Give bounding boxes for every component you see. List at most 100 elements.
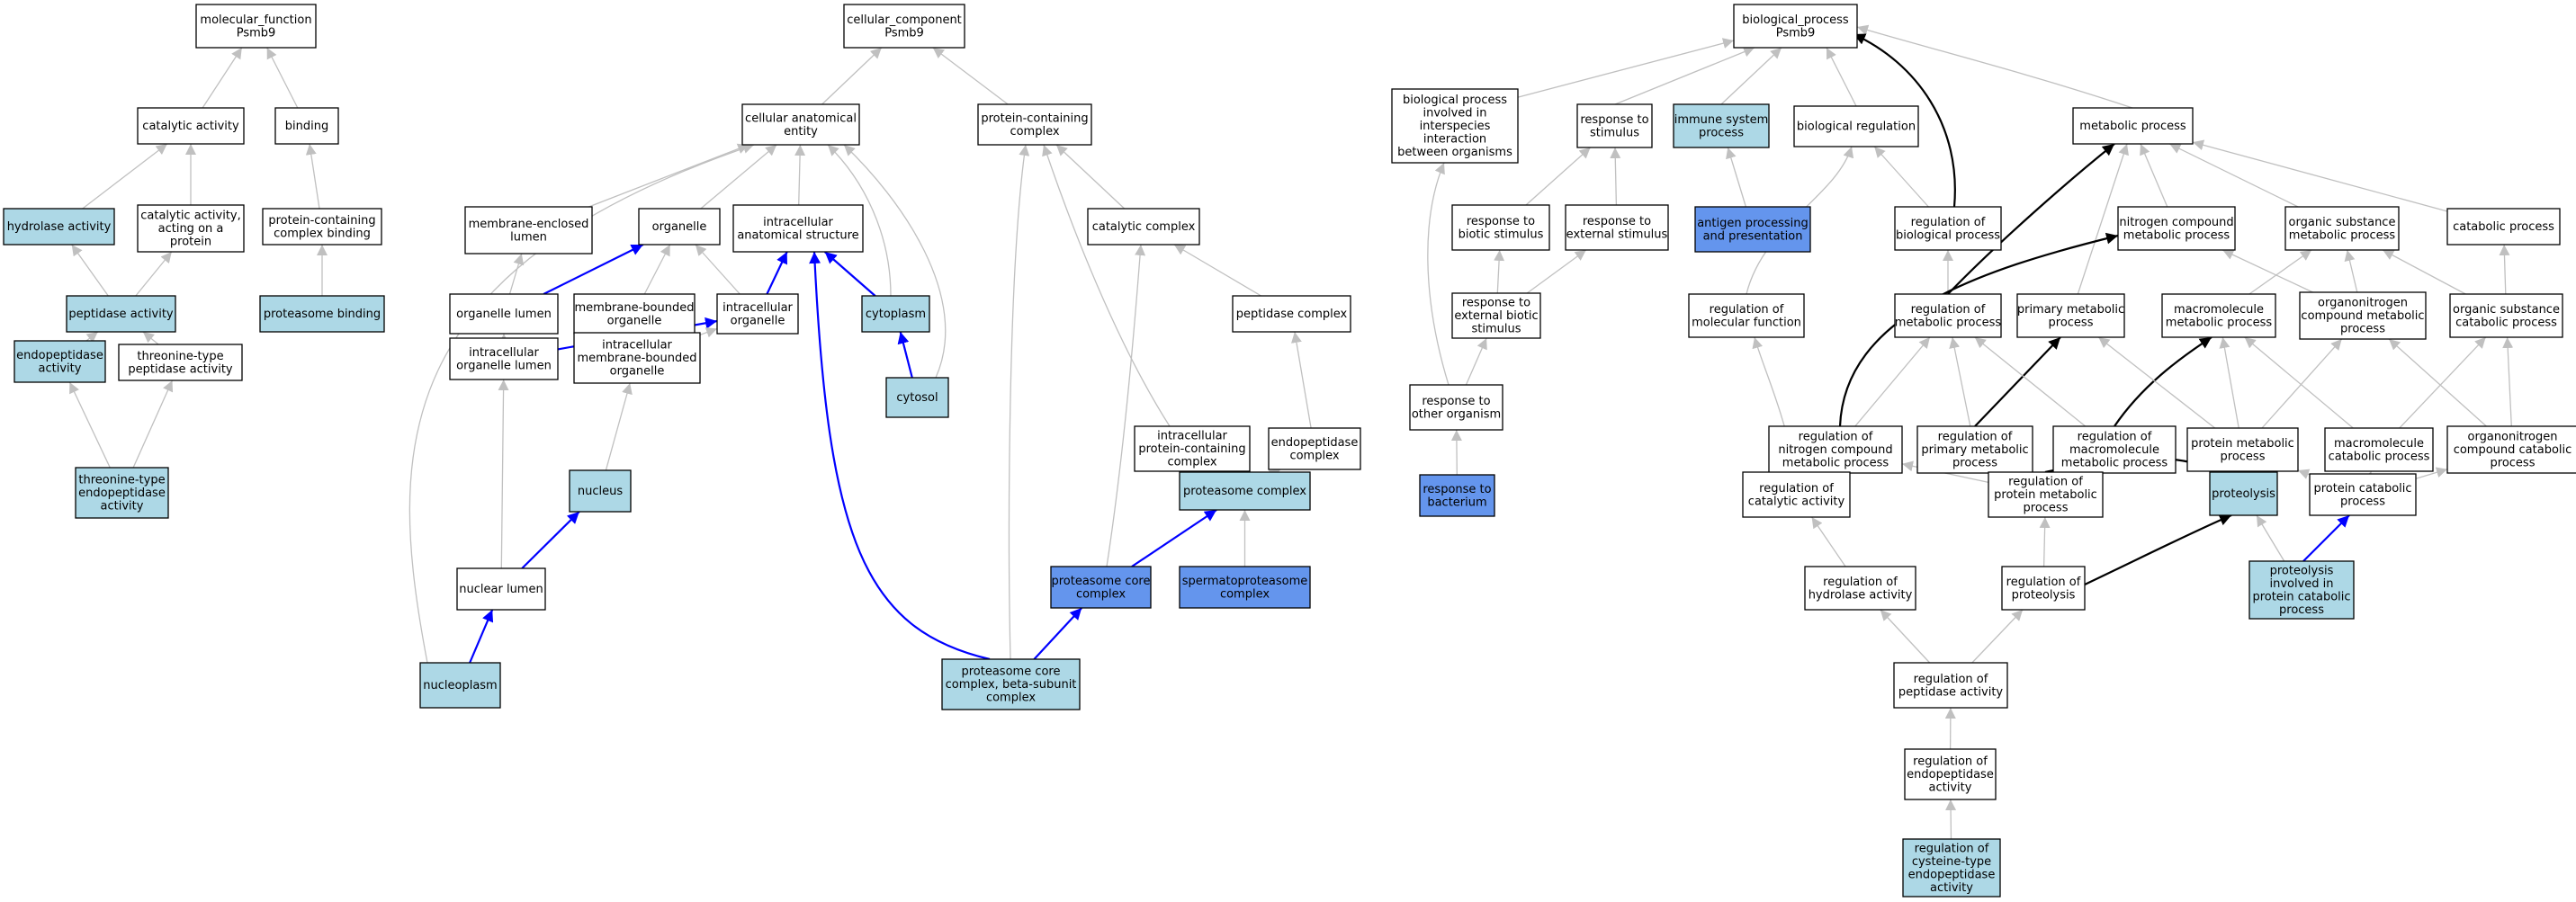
node-label-line: lumen xyxy=(510,230,547,244)
node-organelle-lumen[interactable]: organelle lumen xyxy=(449,293,559,335)
node-label-line: intracellular xyxy=(723,301,793,315)
node-peptidase-complex[interactable]: peptidase complex xyxy=(1232,295,1351,333)
node-box xyxy=(1904,748,1997,800)
edge-regulation-of-proteolysis-to-proteolysis xyxy=(2084,514,2232,585)
node-label-line: process xyxy=(2491,457,2536,470)
node-box xyxy=(741,103,860,146)
node-proteasome-binding[interactable]: proteasome binding xyxy=(259,295,385,333)
node-label-line: biological_process xyxy=(1742,13,1849,27)
node-organelle[interactable]: organelle xyxy=(638,208,721,246)
node-label-line: nitrogen compound xyxy=(2119,216,2233,229)
node-box xyxy=(2001,566,2086,611)
node-biological-regulation[interactable]: biological regulation xyxy=(1793,105,1919,147)
node-label-line: intracellular xyxy=(763,216,833,229)
node-metabolic-process[interactable]: metabolic process xyxy=(2072,107,2194,145)
node-proteasome-complex[interactable]: proteasome complex xyxy=(1179,471,1311,511)
node-proteolysis[interactable]: proteolysis xyxy=(2209,471,2278,516)
node-catabolic-process[interactable]: catabolic process xyxy=(2446,208,2561,246)
edge-protein-catabolic-process-to-organonitrogen-catabolic xyxy=(2415,467,2448,479)
node-box xyxy=(2309,473,2417,516)
node-binding[interactable]: binding xyxy=(274,107,339,145)
node-box xyxy=(885,377,949,418)
node-hydrolase-activity[interactable]: hydrolase activity xyxy=(3,208,115,246)
node-nucleoplasm[interactable]: nucleoplasm xyxy=(419,662,501,709)
node-regulation-of-cysteine-endopeptidase[interactable]: regulation ofcysteine-typeendopeptidasea… xyxy=(1902,838,2001,898)
node-nuclear-lumen[interactable]: nuclear lumen xyxy=(456,567,546,611)
node-label-line: macromolecule xyxy=(2174,303,2264,317)
node-box xyxy=(638,208,721,246)
node-label-line: cellular_component xyxy=(847,13,962,27)
node-box xyxy=(1902,838,2001,898)
node-cytosol[interactable]: cytosol xyxy=(885,377,949,418)
node-label-line: threonine-type xyxy=(78,474,165,487)
node-label-line: organelle xyxy=(731,314,785,327)
node-label-line: regulation of xyxy=(2006,576,2081,589)
node-nucleus[interactable]: nucleus xyxy=(569,469,632,513)
node-label-line: involved in xyxy=(2269,577,2333,591)
edge-organelle-lumen-to-membrane-enclosed-lumen xyxy=(508,253,525,295)
node-catalytic-activity[interactable]: catalytic activity xyxy=(137,107,245,145)
node-cytoplasm[interactable]: cytoplasm xyxy=(861,295,930,333)
node-box xyxy=(137,204,245,253)
node-label-line: proteolysis xyxy=(2270,564,2334,577)
node-catalytic-complex[interactable]: catalytic complex xyxy=(1087,208,1200,246)
node-label-line: protein catabolic xyxy=(2313,482,2411,496)
node-peptidase-activity[interactable]: peptidase activity xyxy=(66,295,176,333)
node-label-line: process xyxy=(1952,457,1997,470)
node-label-line: between organisms xyxy=(1397,146,1512,159)
